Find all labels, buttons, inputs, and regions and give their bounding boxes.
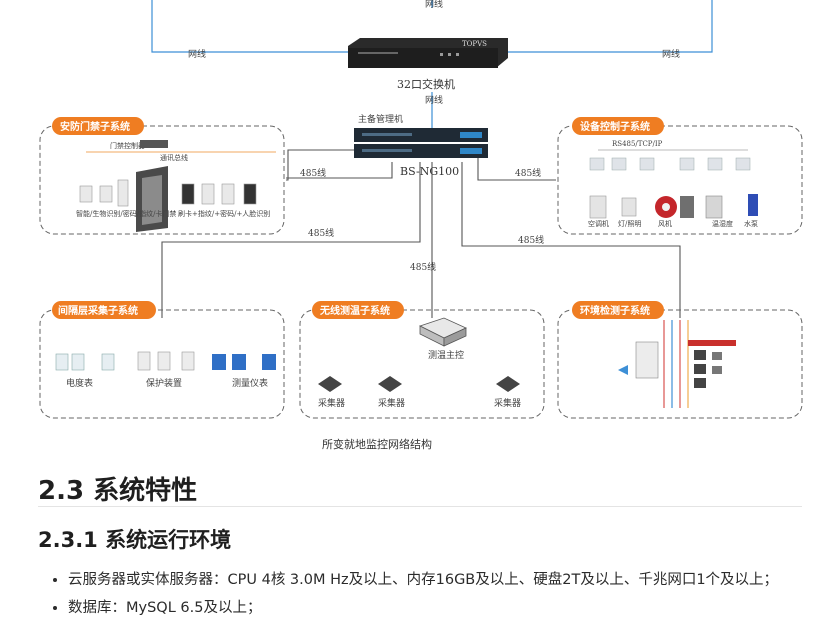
equipment-label-5: 温湿度	[712, 219, 733, 228]
requirements-list: 云服务器或实体服务器：CPU 4核 3.0M Hz及以上、内存16GB及以上、硬…	[40, 568, 828, 624]
equipment-control-subsystem: 设备控制子系统 RS485/TCP/IP 空调机 灯/照明 风机 温湿度 水泵	[557, 117, 803, 235]
switch-left-wire-label: 网线	[188, 48, 206, 60]
switch-right-wire-label: 网线	[662, 48, 680, 60]
access-controller-label: 门禁控制器	[110, 141, 145, 150]
network-switch: TOPVS	[348, 38, 508, 68]
access-control-subsystem: 安防门禁子系统 门禁控制器 通讯总线 智能/生物识别/密码/指纹/卡门禁 刷卡+…	[39, 117, 285, 235]
access-bus-label: 通讯总线	[160, 153, 188, 162]
management-server	[354, 128, 488, 158]
environment-monitoring-subsystem: 环境检测子系统	[557, 301, 803, 419]
switch-brand: TOPVS	[462, 40, 487, 48]
top-wire-label: 网线	[425, 0, 443, 10]
wire-485-right-label: 485线	[515, 167, 541, 179]
list-item: 云服务器或实体服务器：CPU 4核 3.0M Hz及以上、内存16GB及以上、硬…	[68, 568, 828, 592]
equipment-protocol-label: RS485/TCP/IP	[612, 140, 663, 148]
wire-485-mid-right-label: 485线	[518, 234, 544, 246]
wireless-temperature-subsystem: 无线测温子系统 测温主控 采集器 采集器 采集器	[299, 301, 545, 419]
wire-485-left-label: 485线	[300, 167, 326, 179]
wireless-host-label: 测温主控	[428, 349, 464, 361]
collector-label-2: 采集器	[378, 397, 405, 409]
equipment-subsystem-title: 设备控制子系统	[580, 120, 650, 133]
bay-label-meter: 电度表	[66, 377, 93, 389]
wireless-subsystem-title: 无线测温子系统	[319, 304, 390, 317]
bay-subsystem-title: 间隔层采集子系统	[58, 304, 138, 317]
access-devices	[79, 179, 257, 207]
server-caption: 主备管理机	[358, 113, 403, 125]
env-subsystem-title: 环境检测子系统	[580, 304, 650, 317]
switch-down-wire-label: 网线	[425, 94, 443, 106]
access-subsystem-title: 安防门禁子系统	[60, 120, 130, 133]
heading-divider	[38, 506, 802, 507]
equipment-devices	[589, 194, 758, 219]
wire-485-mid-left-label: 485线	[308, 227, 334, 239]
server-model: BS-NG100	[400, 165, 459, 178]
switch-caption: 32口交换机	[397, 77, 455, 91]
equipment-label-3: 风机	[658, 219, 672, 228]
equipment-label-1: 空调机	[588, 219, 609, 228]
top-network-wires	[151, 0, 713, 128]
bay-devices	[55, 351, 276, 371]
rs485-wires	[161, 149, 681, 318]
access-foot-label-2: 刷卡+指纹/+密码/+人脸识别	[178, 209, 270, 218]
bay-collection-subsystem: 间隔层采集子系统 电度表 保护装置 测量仪表	[39, 301, 285, 419]
section-heading-2-3-1: 2.3.1 系统运行环境	[38, 528, 232, 552]
bay-label-instrument: 测量仪表	[232, 377, 268, 389]
diagram-caption: 所变就地监控网络结构	[322, 437, 432, 451]
bay-label-protection: 保护装置	[146, 377, 182, 389]
list-item: 数据库：MySQL 6.5及以上；	[68, 596, 828, 620]
equipment-label-6: 水泵	[744, 219, 758, 228]
collector-label-1: 采集器	[318, 397, 345, 409]
access-foot-label-1: 智能/生物识别/密码/指纹/卡门禁	[76, 209, 176, 218]
collector-label-3: 采集器	[494, 397, 521, 409]
wire-485-mid-label: 485线	[410, 261, 436, 273]
network-diagram: 网线 网线 网线 TOPVS 32口交换机 网线 主备管理机 BS-NG100 …	[39, 0, 803, 451]
section-heading-2-3: 2.3 系统特性	[38, 476, 198, 506]
equipment-label-2: 灯/照明	[618, 219, 641, 228]
